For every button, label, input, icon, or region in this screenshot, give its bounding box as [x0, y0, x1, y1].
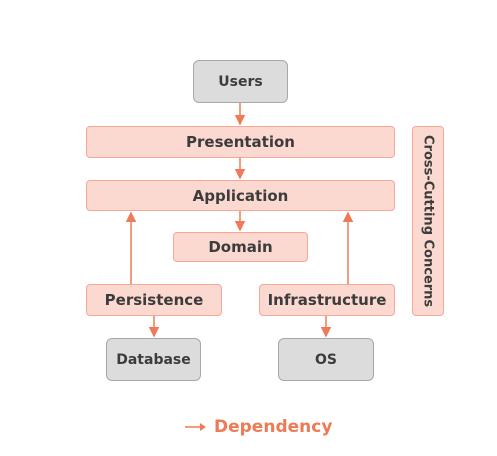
users-node: Users	[193, 60, 288, 103]
database-label: Database	[116, 351, 191, 368]
os-label: OS	[315, 351, 337, 368]
presentation-label: Presentation	[186, 133, 295, 151]
users-label: Users	[218, 73, 263, 90]
domain-label: Domain	[208, 238, 273, 256]
dependency-arrow-icon	[185, 423, 206, 431]
os-node: OS	[278, 338, 374, 381]
legend: Dependency	[184, 417, 332, 437]
application-layer: Application	[86, 180, 395, 211]
persistence-label: Persistence	[104, 291, 204, 309]
application-label: Application	[192, 186, 289, 205]
persistence-layer: Persistence	[86, 284, 222, 316]
cross-cutting-concerns-label: Cross-Cutting Concerns	[420, 134, 436, 308]
legend-label: Dependency	[214, 417, 333, 437]
presentation-layer: Presentation	[86, 126, 395, 158]
infrastructure-label: Infrastructure	[267, 291, 387, 309]
domain-layer: Domain	[173, 232, 308, 262]
cross-cutting-concerns-layer: Cross-Cutting Concerns	[412, 126, 444, 316]
infrastructure-layer: Infrastructure	[259, 284, 395, 316]
database-node: Database	[106, 338, 201, 381]
